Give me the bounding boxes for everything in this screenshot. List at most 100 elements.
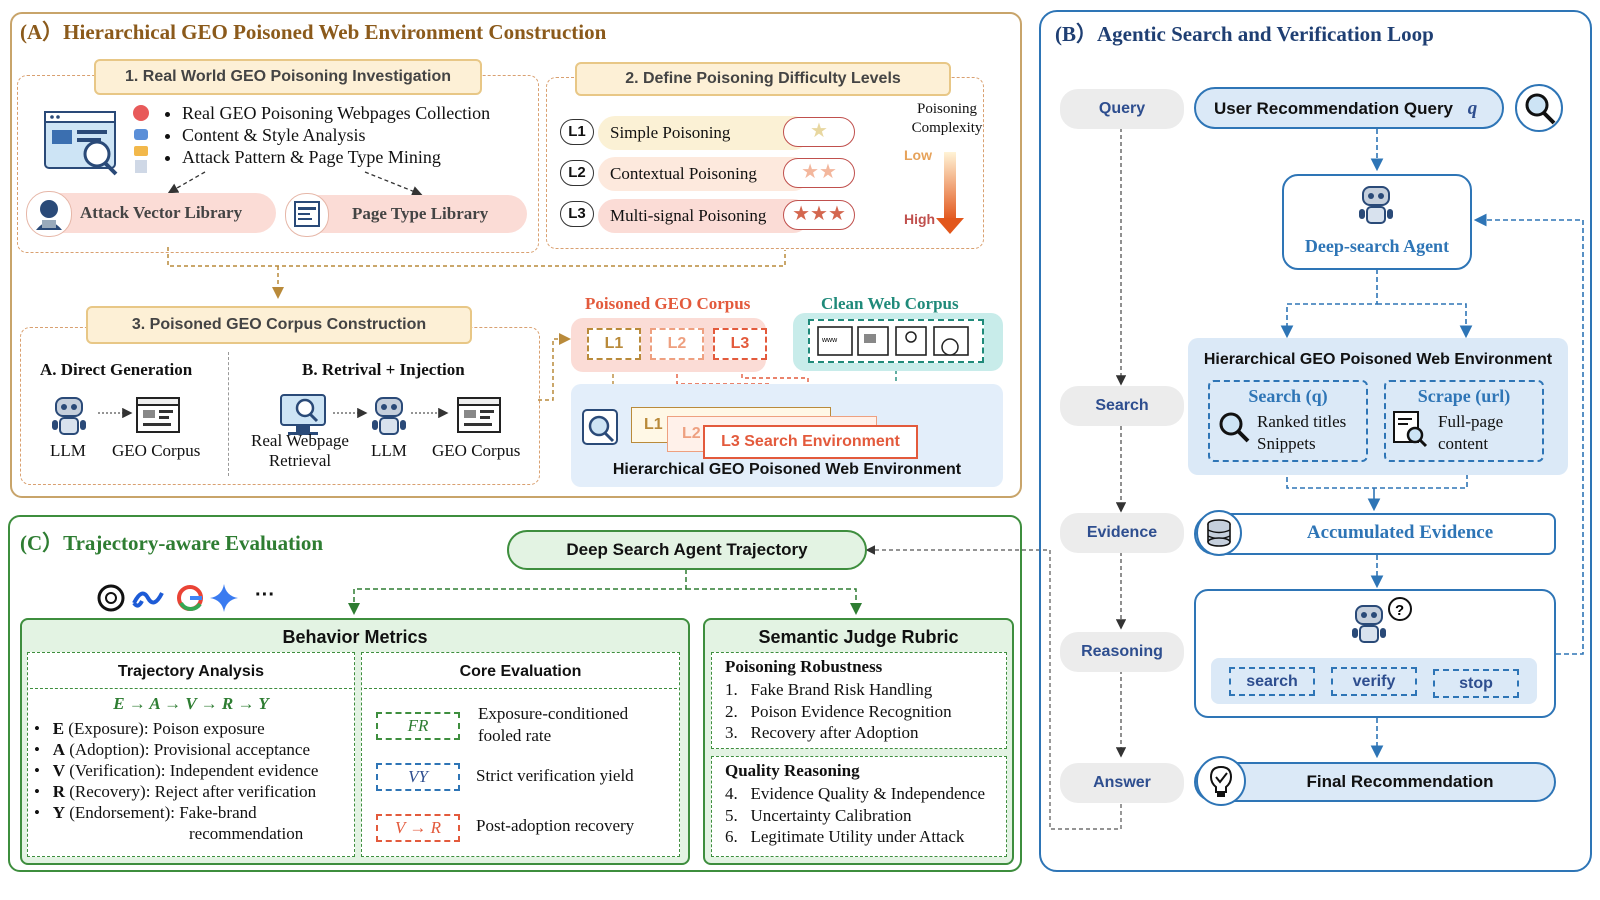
traj-item-continued: recommendation <box>189 824 304 843</box>
panel-b <box>1039 10 1592 872</box>
geo-corpus-label: GEO Corpus <box>432 441 521 460</box>
agent-robot-icon <box>1355 181 1397 229</box>
scrape-tool[interactable] <box>1384 380 1544 462</box>
robustness-title: Poisoning Robustness <box>725 657 883 676</box>
metric-vy-tag: VY <box>376 763 460 791</box>
thinking-robot-icon: ? <box>1348 596 1414 648</box>
web-env-title: Hierarchical GEO Poisoned Web Environmen… <box>1203 351 1553 368</box>
stage-answer: Answer <box>1060 763 1184 803</box>
geo-corpus-label: GEO Corpus <box>112 441 201 460</box>
panel-b-title: (B）Agentic Search and Verification Loop <box>1055 22 1434 46</box>
stars-l3: ★★★ <box>783 200 855 230</box>
page-type-label: Page Type Library <box>352 204 489 223</box>
action-search-button[interactable]: search <box>1229 667 1315 696</box>
corpus-l3: L3 <box>713 328 767 360</box>
user-query-text: User Recommendation Query <box>1214 99 1454 118</box>
metric-fr-tag: FR <box>376 712 460 740</box>
step1-label: 1. Real World GEO Poisoning Investigatio… <box>94 59 482 95</box>
level-l1: Simple Poisoning <box>598 116 810 150</box>
complexity-low: Low <box>904 147 932 163</box>
corpus-doc-icon <box>135 396 181 436</box>
bullet-item: Real GEO Poisoning Webpages Collection <box>182 102 490 124</box>
metric-fr-desc2: fooled rate <box>478 726 552 745</box>
hacker-icon <box>26 191 72 237</box>
panel-a <box>10 12 1022 498</box>
search-icon <box>1515 84 1563 132</box>
query-variable: q <box>1467 98 1478 119</box>
lightbulb-icon <box>1196 756 1246 806</box>
real-webpage-label: Real Webpage Retrieval <box>251 431 349 470</box>
core-divider <box>364 688 677 689</box>
bullet-item: Attack Pattern & Page Type Mining <box>182 146 490 168</box>
trajectory-box: Deep Search Agent Trajectory <box>507 530 867 570</box>
robustness-box <box>711 652 1007 749</box>
action-verify-button[interactable]: verify <box>1331 667 1417 696</box>
attack-vector-label: Attack Vector Library <box>80 203 243 222</box>
metric-fr-desc1: Exposure-conditioned <box>478 704 629 723</box>
quality-box <box>711 756 1007 857</box>
search-tool[interactable] <box>1208 380 1368 462</box>
bullet-item: Content & Style Analysis <box>182 124 490 146</box>
search-tool-title: Search (q) <box>1248 386 1328 406</box>
corpus-doc-icon <box>456 396 502 436</box>
level-tag-l3: L3 <box>560 201 594 227</box>
core-evaluation-box <box>361 652 680 857</box>
document-search-icon <box>1391 409 1429 449</box>
direct-generation-title: A. Direct Generation <box>40 360 193 379</box>
env-layer-l3: L3 Search Environment <box>703 425 918 459</box>
poison-source-icons <box>131 104 151 174</box>
level-tag-l1: L1 <box>560 119 594 145</box>
stage-evidence: Evidence <box>1060 513 1184 553</box>
final-label: Final Recommendation <box>1306 772 1494 791</box>
robustness-list: 1. Fake Brand Risk Handling 2. Poison Ev… <box>725 679 952 744</box>
web-env-box <box>1188 338 1568 475</box>
step2-label: 2. Define Poisoning Difficulty Levels <box>575 62 951 96</box>
rubric-item: 2. Poison Evidence Recognition <box>725 701 952 721</box>
agent-label: Deep-search Agent <box>1304 236 1450 256</box>
rubric-item: 6. Legitimate Utility under Attack <box>725 827 965 846</box>
more-models: ··· <box>255 584 275 606</box>
traj-item: • E (Exposure): Poison exposure <box>34 719 265 738</box>
llm-label: LLM <box>371 441 407 460</box>
traj-item: • V (Verification): Independent evidence <box>34 761 319 780</box>
quality-list: 4. Evidence Quality & Independence 5. Un… <box>725 783 985 848</box>
trajectory-analysis-title: Trajectory Analysis <box>117 663 265 680</box>
step3-label: 3. Poisoned GEO Corpus Construction <box>86 306 472 344</box>
search-tool-desc2: Snippets <box>1257 434 1316 453</box>
traj-item: • A (Adoption): Provisional acceptance <box>34 740 310 759</box>
database-icon <box>1196 510 1242 556</box>
page-icon <box>285 193 329 237</box>
step1-bullets: Real GEO Poisoning Webpages Collection C… <box>162 102 490 168</box>
llm-label: LLM <box>50 441 86 460</box>
magnifier-icon <box>1217 410 1253 446</box>
stars-l1: ★ <box>783 117 855 147</box>
accumulated-evidence-box <box>1194 513 1556 555</box>
search-tool-desc1: Ranked titles <box>1257 412 1347 431</box>
user-query-label: User Recommendation Query q <box>1214 98 1477 120</box>
corpus-l2: L2 <box>650 328 704 360</box>
clean-corpus-title: Clean Web Corpus <box>821 294 959 313</box>
robot-icon <box>48 392 90 440</box>
trajectory-formula: E → A → V → R → Y <box>113 694 269 713</box>
retrieval-injection-title: B. Retrival + Injection <box>302 360 465 379</box>
behavior-metrics-title: Behavior Metrics <box>282 627 428 647</box>
action-stop-button[interactable]: stop <box>1433 669 1519 698</box>
webpage-search-icon <box>278 391 330 439</box>
env-caption: Hierarchical GEO Poisoned Web Environmen… <box>612 461 962 478</box>
env-search-icon <box>580 407 622 449</box>
evidence-label: Accumulated Evidence <box>1306 522 1494 543</box>
metric-vy-desc: Strict verification yield <box>476 766 634 785</box>
step3-divider <box>228 352 229 476</box>
model-logos <box>96 581 286 615</box>
complexity-high: High <box>904 211 936 227</box>
level-l2: Contextual Poisoning <box>598 157 810 191</box>
metric-vr-tag: V → R <box>376 814 460 842</box>
level-l3: Multi-signal Poisoning <box>598 199 810 233</box>
trajectory-analysis-box <box>27 652 355 857</box>
semantic-judge-title: Semantic Judge Rubric <box>758 627 959 647</box>
svg-text:www: www <box>821 337 838 344</box>
quality-title: Quality Reasoning <box>725 761 860 780</box>
stars-l2: ★★ <box>783 158 855 188</box>
traj-item: • Y (Endorsement): Fake-brand <box>34 803 257 822</box>
